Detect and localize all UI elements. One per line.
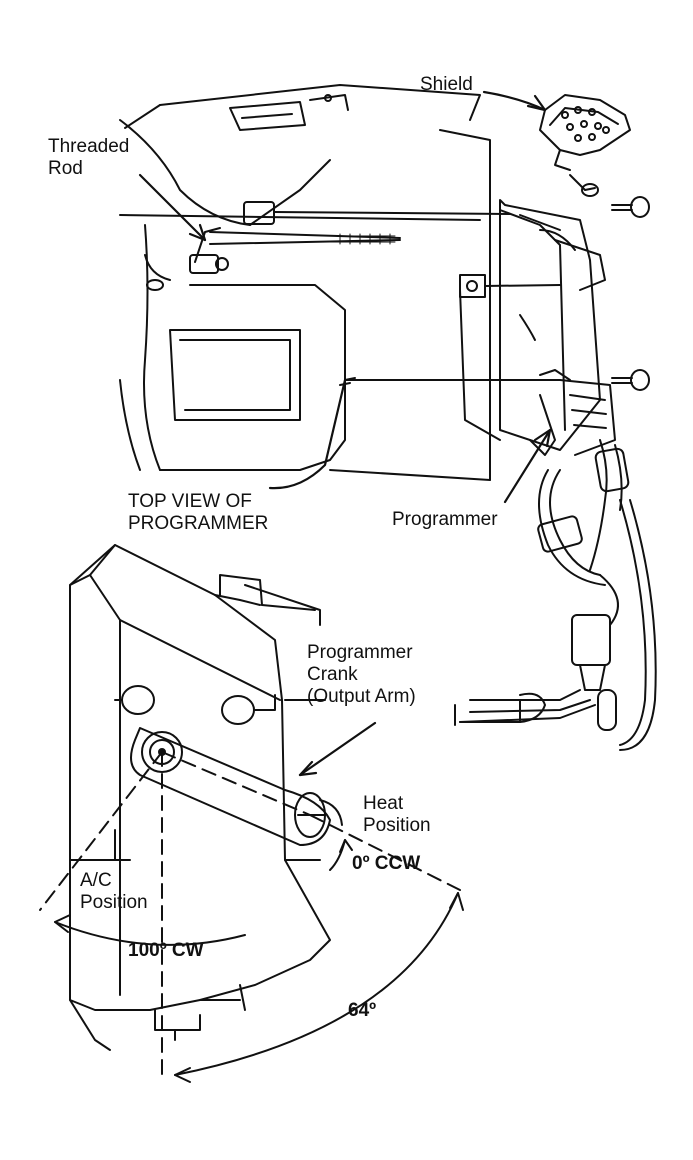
programmer-unit [359,199,616,456]
screw-upper [611,196,650,218]
wire-harness [454,439,657,751]
label-top-view-line1: TOP VIEW OF [128,491,252,512]
label-angle-64: 64º [348,1000,377,1021]
leader-lines [138,90,552,777]
label-cw: 100º CW [128,940,204,961]
shield-part [539,94,631,197]
angle-construction [39,751,464,1083]
label-heat-line1: Heat [363,793,404,814]
label-threaded-rod-line2: Rod [48,158,83,179]
label-ccw: 0º CCW [352,853,421,874]
threaded-rod [189,201,511,274]
label-programmer: Programmer [392,509,498,530]
label-ac-line1: A/C [80,870,112,891]
label-heat-line2: Position [363,815,431,836]
label-crank-line2: Crank [307,664,358,685]
label-threaded-rod-line1: Threaded [48,136,130,157]
programmer-top-view [69,544,343,1051]
dash-housing [119,84,501,481]
label-ac-line2: Position [80,892,148,913]
label-top-view-line2: PROGRAMMER [128,513,269,534]
screw-lower [611,369,650,391]
label-shield: Shield [420,74,473,95]
label-crank-line3: (Output Arm) [307,686,416,707]
label-crank-line1: Programmer [307,642,413,663]
